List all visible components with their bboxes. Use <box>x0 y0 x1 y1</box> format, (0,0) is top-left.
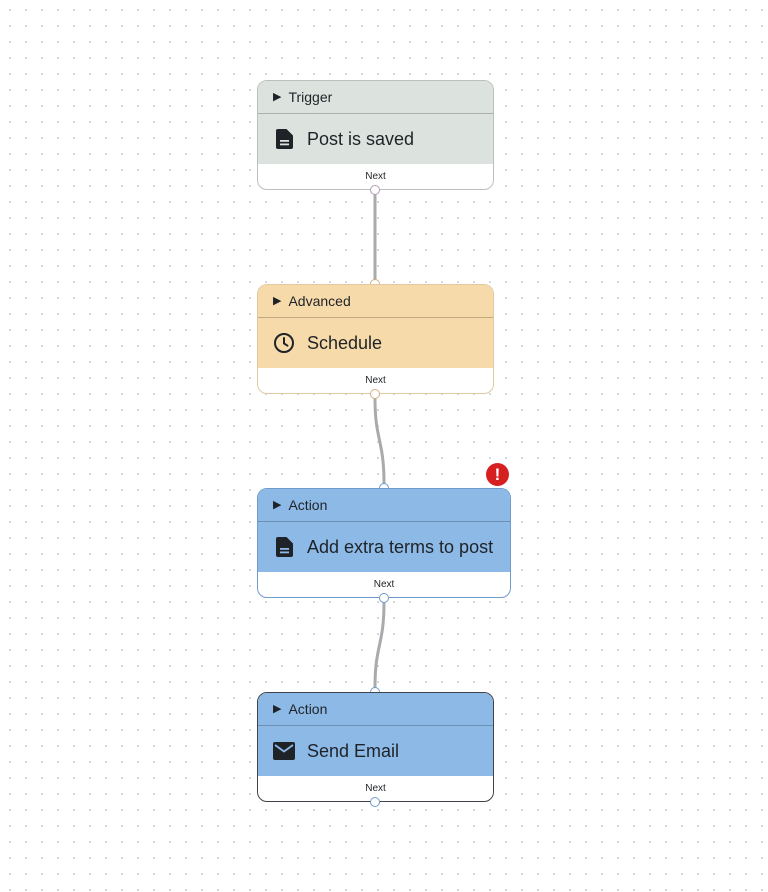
node-header[interactable]: ▶ Trigger <box>258 81 493 114</box>
output-port[interactable] <box>370 797 380 807</box>
document-icon <box>273 536 295 558</box>
node-footer: Next <box>258 164 493 188</box>
connector-add-terms-to-send-email[interactable] <box>373 601 386 689</box>
node-action-add-extra-terms[interactable]: ▶ Action Add extra terms to post Next <box>257 488 511 598</box>
output-port[interactable] <box>379 593 389 603</box>
node-title: Add extra terms to post <box>307 536 494 557</box>
node-header[interactable]: ▶ Action <box>258 693 493 726</box>
node-type-label: Action <box>288 701 328 717</box>
node-title: Post is saved <box>307 128 415 149</box>
node-body[interactable]: Post is saved <box>258 114 493 164</box>
node-header[interactable]: ▶ Advanced <box>258 285 493 318</box>
node-trigger-post-is-saved[interactable]: ▶ Trigger Post is saved Next <box>257 80 494 190</box>
node-footer: Next <box>258 368 493 392</box>
node-header[interactable]: ▶ Action <box>258 489 510 522</box>
node-type-label: Trigger <box>288 89 333 105</box>
connector-schedule-to-add-terms[interactable] <box>373 397 386 485</box>
expand-caret-icon[interactable]: ▶ <box>273 498 282 511</box>
node-body[interactable]: Send Email <box>258 726 493 776</box>
expand-caret-icon[interactable]: ▶ <box>273 294 282 307</box>
node-footer: Next <box>258 776 493 800</box>
node-body[interactable]: Schedule <box>258 318 493 368</box>
document-icon <box>273 128 295 150</box>
node-title: Schedule <box>307 332 383 353</box>
node-advanced-schedule[interactable]: ▶ Advanced Schedule Next <box>257 284 494 394</box>
node-type-label: Action <box>288 497 328 513</box>
node-footer: Next <box>258 572 510 596</box>
error-icon[interactable]: ! <box>486 463 509 486</box>
expand-caret-icon[interactable]: ▶ <box>273 90 282 103</box>
expand-caret-icon[interactable]: ▶ <box>273 702 282 715</box>
clock-icon <box>273 332 295 354</box>
output-port[interactable] <box>370 389 380 399</box>
node-type-label: Advanced <box>288 293 351 309</box>
node-action-send-email[interactable]: ▶ Action Send Email Next <box>257 692 494 802</box>
envelope-icon <box>273 740 295 762</box>
output-port[interactable] <box>370 185 380 195</box>
node-body[interactable]: Add extra terms to post <box>258 522 510 572</box>
node-title: Send Email <box>307 740 400 761</box>
